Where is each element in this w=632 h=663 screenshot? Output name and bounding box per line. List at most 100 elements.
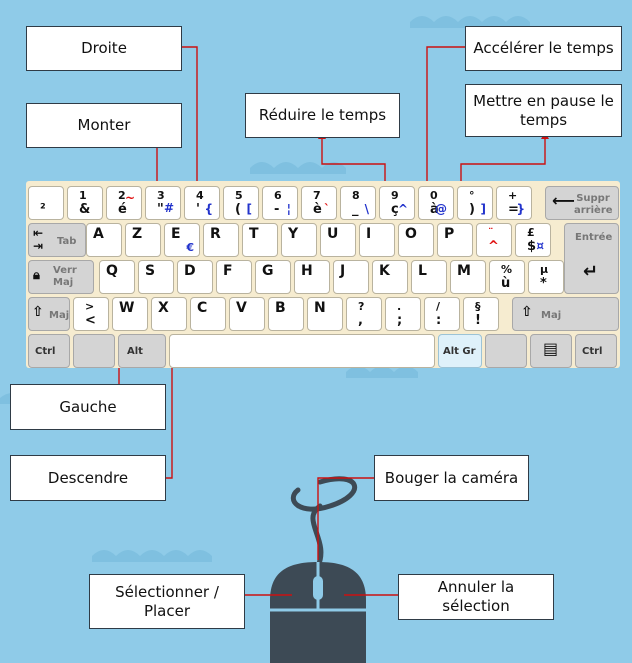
key-s[interactable]: S (138, 260, 174, 294)
shift-label: Maj (541, 310, 562, 321)
key-m[interactable]: M (450, 260, 486, 294)
key-n[interactable]: N (307, 297, 343, 331)
backspace-arrow-icon: ⟵ (552, 191, 575, 210)
key-row4-extra-2[interactable]: /: (424, 297, 460, 331)
key-letter: J (340, 263, 346, 279)
key-e[interactable]: E€ (164, 223, 200, 257)
key-letter: F (223, 263, 233, 279)
shift-left-key[interactable]: ⇧Maj (28, 297, 70, 331)
key-row1-1[interactable]: 1& (67, 186, 103, 220)
key-t[interactable]: T (242, 223, 278, 257)
enter-label: Entrée (575, 232, 613, 243)
key-row4-extra-1[interactable]: .; (385, 297, 421, 331)
key-letter: T (249, 226, 259, 242)
ctrl-label: Ctrl (582, 346, 603, 357)
key-char: ] (480, 202, 486, 216)
key-row1-6[interactable]: 6-¦ (262, 186, 298, 220)
key-row1-8[interactable]: 8_\ (340, 186, 376, 220)
key-d[interactable]: D (177, 260, 213, 294)
tab-key[interactable]: ⇤ ⇥Tab (28, 223, 86, 257)
shift-right-key[interactable]: ⇧ Maj (512, 297, 619, 331)
key-letter: G (262, 263, 274, 279)
mouse-wheel (313, 576, 323, 600)
enter-key[interactable]: Entrée ↵ (564, 223, 619, 294)
key-row2-extra-1[interactable]: £$¤ (515, 223, 551, 257)
key-char: [ (246, 202, 252, 216)
windows-left-key[interactable] (73, 334, 115, 368)
key-b[interactable]: B (268, 297, 304, 331)
key-row2-extra-0[interactable]: ¨^ (476, 223, 512, 257)
label-monter: Monter (26, 103, 182, 148)
key-f[interactable]: F (216, 260, 252, 294)
key-w[interactable]: W (112, 297, 148, 331)
menu-key[interactable]: ▤ (530, 334, 572, 368)
caps-lock-key[interactable]: 🔒︎Verr Maj (28, 260, 94, 294)
key-y[interactable]: Y (281, 223, 317, 257)
key-char: ù (501, 276, 511, 291)
key-p[interactable]: P (437, 223, 473, 257)
key-row1-3[interactable]: 3"# (145, 186, 181, 220)
key-char: ^ (488, 239, 499, 254)
key-letter: R (210, 226, 221, 242)
key-row4-extra-3[interactable]: §! (463, 297, 499, 331)
key-h[interactable]: H (294, 260, 330, 294)
label-selectionner-placer: Sélectionner / Placer (89, 574, 245, 629)
key-row3-extra-0[interactable]: %ù (489, 260, 525, 294)
key-char: & (79, 202, 91, 217)
key-char: \ (364, 202, 369, 216)
key-char: _ (352, 202, 359, 217)
label-reduire-temps: Réduire le temps (245, 93, 400, 138)
key-row1-12[interactable]: +=} (496, 186, 532, 220)
key-q[interactable]: Q (99, 260, 135, 294)
alt-key[interactable]: Alt (118, 334, 166, 368)
ctrl-right-key[interactable]: Ctrl (575, 334, 617, 368)
key-z[interactable]: Z (125, 223, 161, 257)
key-j[interactable]: J (333, 260, 369, 294)
key-char: " (157, 202, 164, 217)
key-row4-extra-0[interactable]: ?, (346, 297, 382, 331)
key-row1-11[interactable]: °)] (457, 186, 493, 220)
key-v[interactable]: V (229, 297, 265, 331)
key-row1-0[interactable]: ² (28, 186, 64, 220)
key-char: µ (540, 263, 549, 276)
key-row1-4[interactable]: 4'{ (184, 186, 220, 220)
key-a[interactable]: A (86, 223, 122, 257)
windows-right-key[interactable] (485, 334, 527, 368)
ctrl-label: Ctrl (35, 346, 56, 357)
key-o[interactable]: O (398, 223, 434, 257)
key-x[interactable]: X (151, 297, 187, 331)
key-l[interactable]: L (411, 260, 447, 294)
key-k[interactable]: K (372, 260, 408, 294)
key-char: / (436, 300, 441, 313)
key-g[interactable]: G (255, 260, 291, 294)
key-char: ç (391, 202, 399, 217)
space-key[interactable] (169, 334, 435, 368)
enter-arrow-icon: ↵ (583, 261, 599, 282)
shift-icon: ⇧ (521, 304, 533, 320)
key-row3-extra-1[interactable]: µ* (528, 260, 564, 294)
key-letter: I (366, 226, 372, 242)
key-row1-5[interactable]: 5([ (223, 186, 259, 220)
backspace-label: Suppr arrière (574, 193, 613, 216)
label-gauche: Gauche (10, 384, 166, 430)
key-letter: C (197, 300, 208, 316)
key-char: à (430, 202, 439, 217)
key-char: ¨ (488, 226, 494, 239)
tab-arrows-icon: ⇤ ⇥ (33, 226, 44, 253)
ctrl-left-key[interactable]: Ctrl (28, 334, 70, 368)
key-letter: V (236, 300, 247, 316)
key-u[interactable]: U (320, 223, 356, 257)
key-i[interactable]: I (359, 223, 395, 257)
key-char: = (508, 202, 519, 217)
key-c[interactable]: C (190, 297, 226, 331)
alt-gr-key[interactable]: Alt Gr (438, 334, 482, 368)
key-angle-brackets[interactable]: >< (73, 297, 109, 331)
backspace-key[interactable]: ⟵Suppr arrière (545, 186, 619, 220)
key-char: ( (235, 202, 241, 217)
key-r[interactable]: R (203, 223, 239, 257)
